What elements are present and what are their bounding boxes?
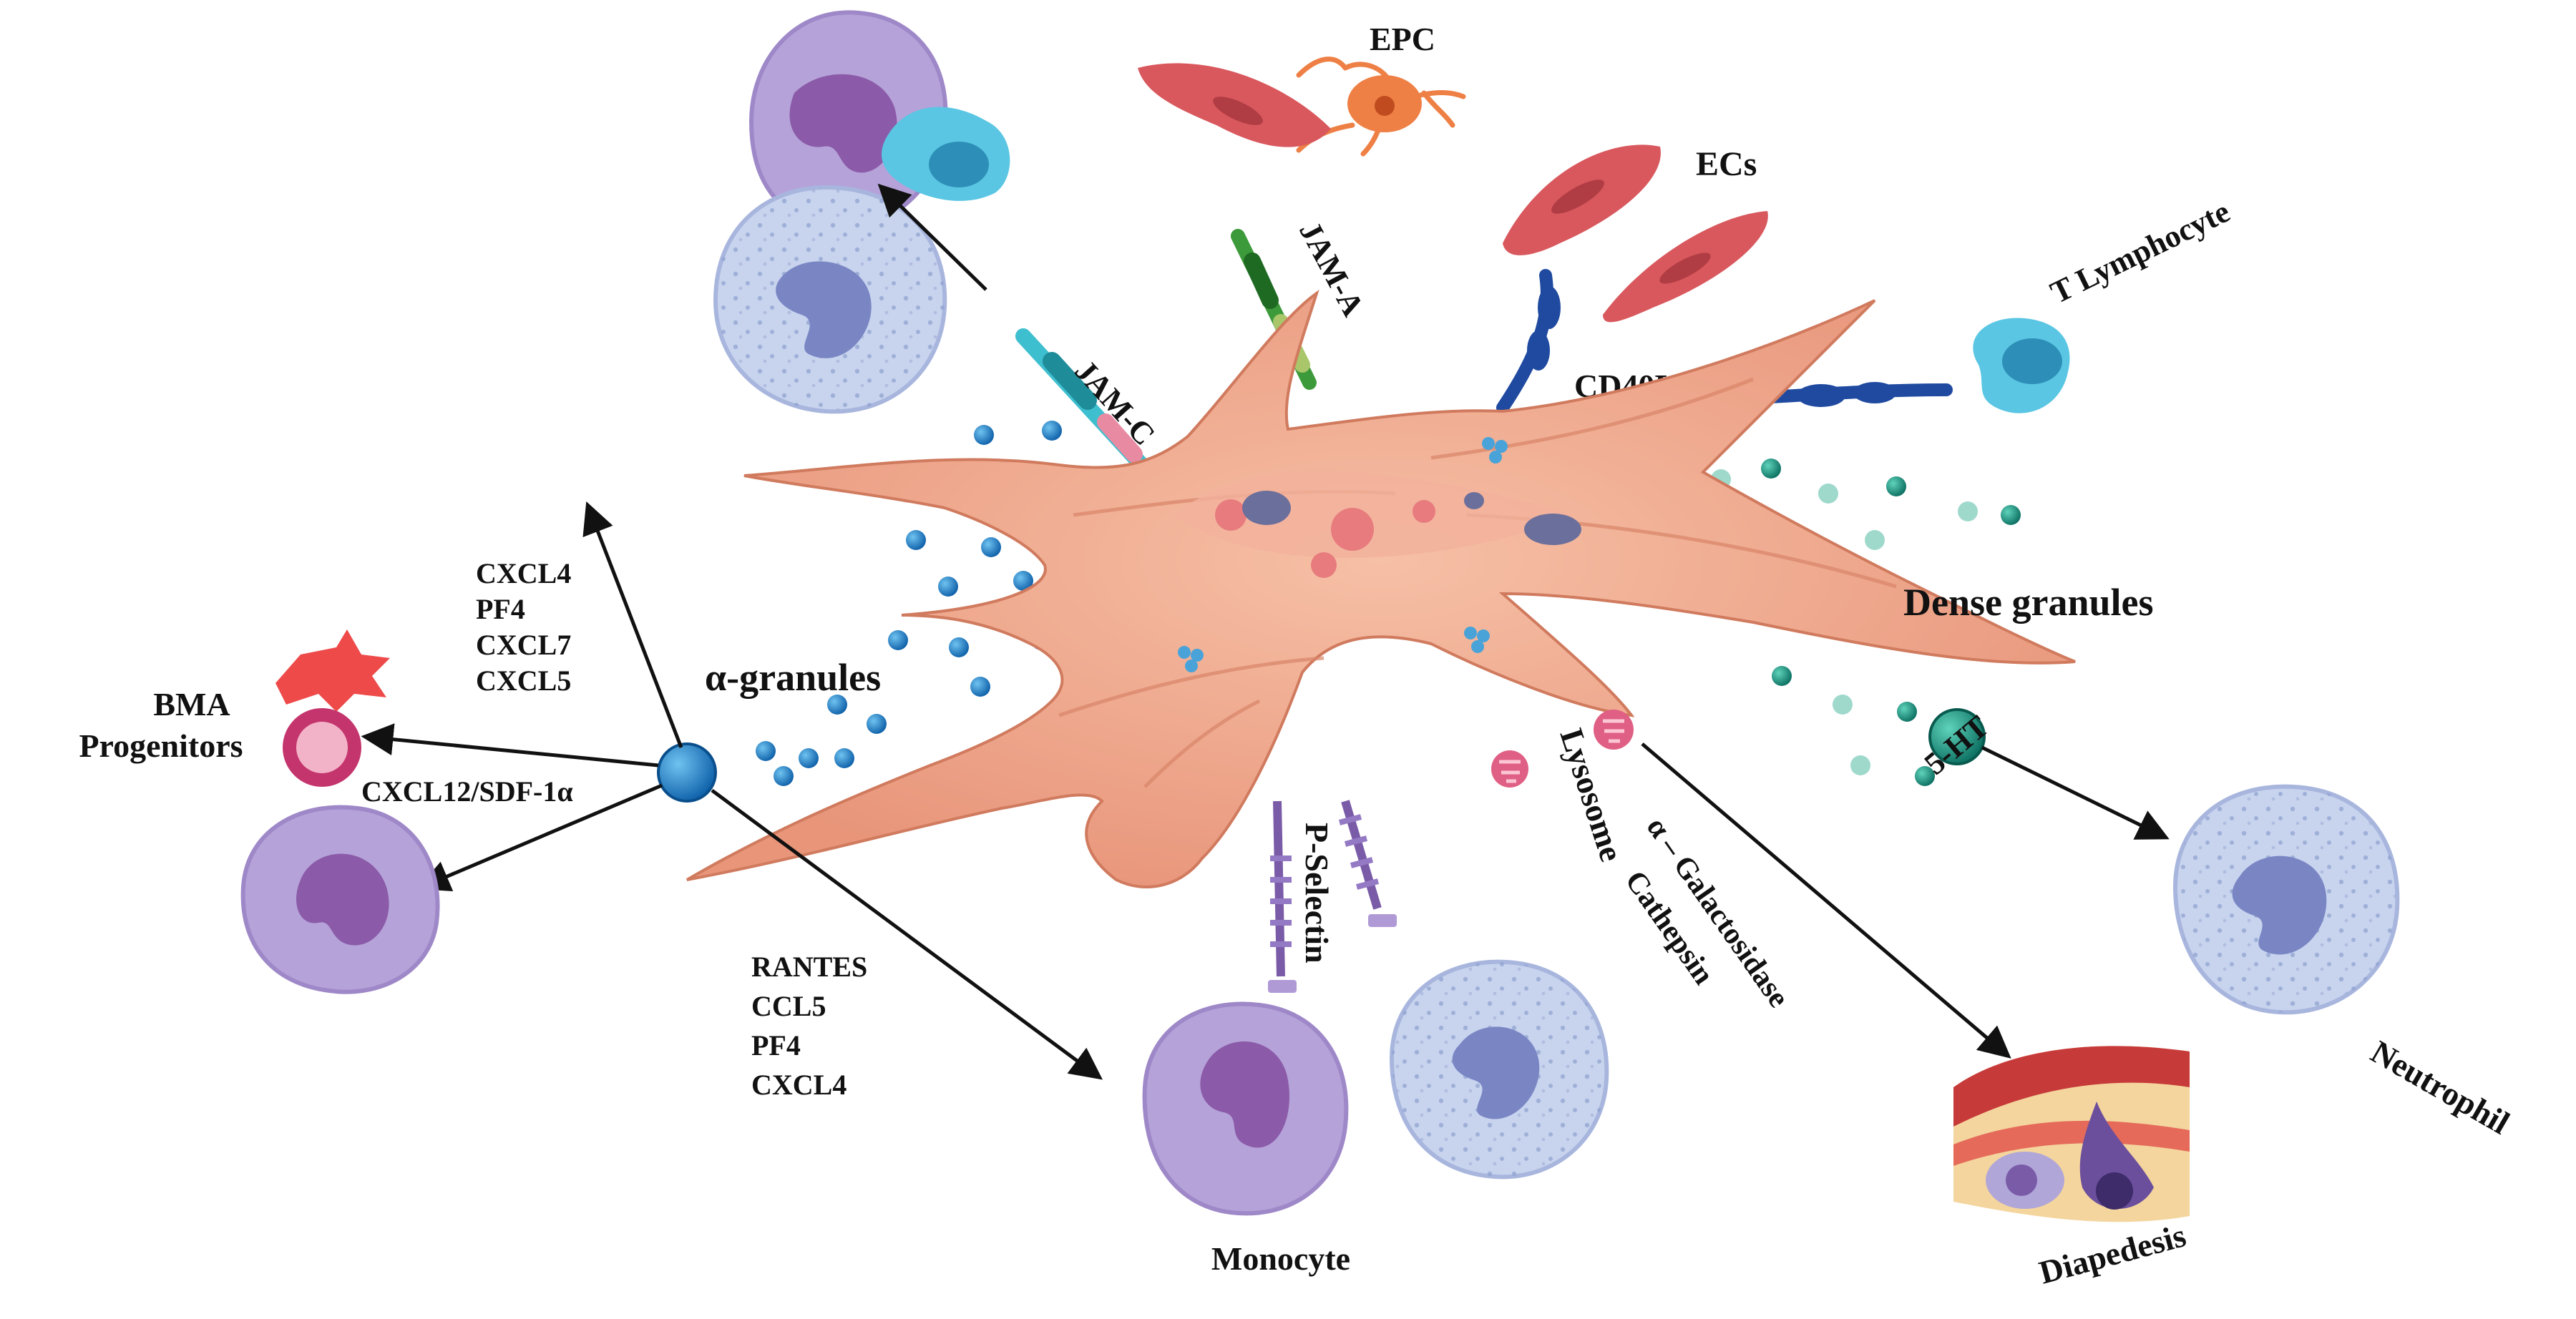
t-lymphocyte-cell <box>1973 318 2070 413</box>
neutrophil-label: Neutrophil <box>2365 1033 2516 1141</box>
p-selectin-receptors <box>1268 800 1397 993</box>
ecs-label: ECs <box>1696 145 1757 183</box>
chemokines-upper-list: CXCL4 PF4 CXCL7 CXCL5 <box>476 557 571 697</box>
dense-granules-label: Dense granules <box>1903 581 2154 624</box>
chemokines-lower-list: RANTES CCL5 PF4 CXCL4 <box>751 951 867 1101</box>
neutrophil-cell-top <box>713 185 947 414</box>
bma-progenitor-cell <box>275 629 390 787</box>
cxcl12-label: CXCL12/SDF-1α <box>361 775 573 808</box>
monocyte-cell-left <box>240 805 440 994</box>
chemokine-lower-1: RANTES <box>751 951 867 983</box>
diapedesis-illustration <box>1953 1046 2190 1222</box>
chemokine-lower-2: CCL5 <box>751 990 826 1022</box>
epc-cell <box>1296 57 1466 157</box>
arrow-lysosome-diapedesis <box>1641 742 2011 1059</box>
endothelial-cell-3 <box>1603 211 1768 323</box>
cd40l-receptor-upper <box>1496 269 1561 414</box>
progenitors-label: Progenitors <box>79 727 243 764</box>
activated-platelet <box>686 289 2076 888</box>
chemokine-upper-1: CXCL4 <box>476 557 571 589</box>
diapedesis-label: Diapedesis <box>2035 1217 2190 1291</box>
endothelial-cell-1 <box>1138 63 1331 147</box>
neutrophil-cell-right <box>2172 784 2400 1015</box>
p-selectin-label: P-Selectin <box>1299 823 1335 963</box>
chemokine-upper-4: CXCL5 <box>476 665 571 697</box>
alpha-granule-source <box>657 742 717 803</box>
serotonin-granule <box>1928 708 1986 765</box>
monocyte-label: Monocyte <box>1211 1240 1350 1277</box>
chemokine-lower-4: CXCL4 <box>751 1069 847 1101</box>
platelet-granules-alpha <box>1178 437 1508 672</box>
neutrophil-cell-bottom <box>1389 959 1609 1180</box>
arrows-alpha-granule <box>361 183 1103 1080</box>
chemokine-lower-3: PF4 <box>751 1029 801 1061</box>
bma-label: BMA <box>153 686 230 722</box>
monocyte-cell-bottom <box>1142 1001 1349 1216</box>
alpha-granules-label: α-granules <box>705 656 881 699</box>
arrow-serotonin-neutrophil <box>1981 745 2170 840</box>
chemokine-upper-2: PF4 <box>476 593 525 625</box>
t-lymphocyte-label: T Lymphocyte <box>2045 194 2235 310</box>
jam-c-receptor <box>1015 328 1153 476</box>
lymphocyte-cell-top <box>882 107 1010 201</box>
endothelial-cell-2 <box>1503 144 1661 255</box>
epc-label: EPC <box>1370 21 1435 57</box>
lysosomes <box>1491 710 1634 788</box>
chemokine-upper-3: CXCL7 <box>476 629 571 661</box>
